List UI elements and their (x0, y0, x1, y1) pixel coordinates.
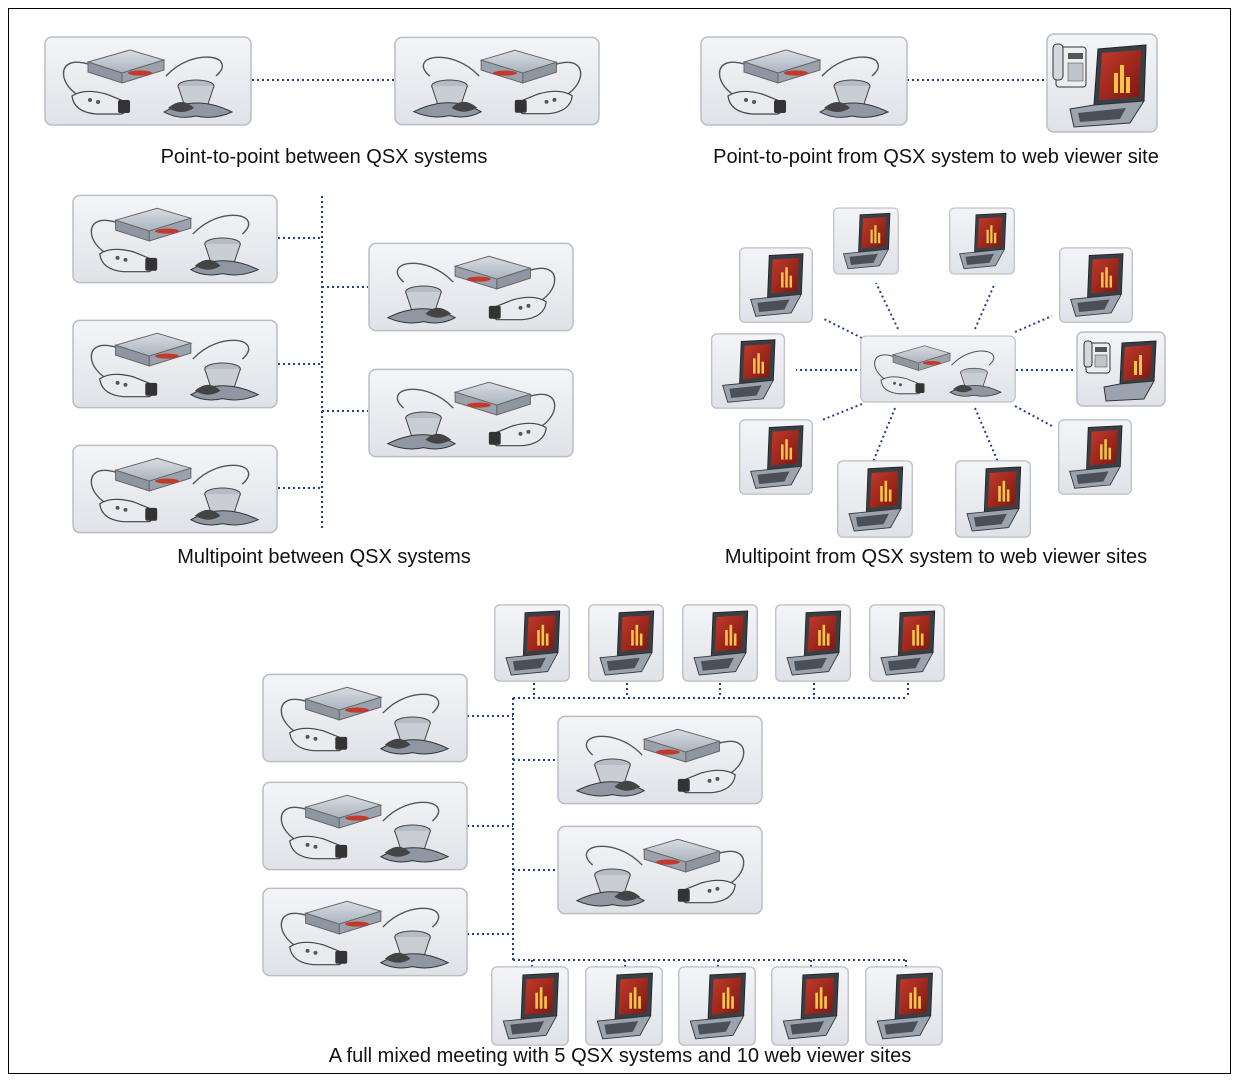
laptop-web-viewer-icon (738, 247, 814, 323)
qsx-system-icon (369, 369, 573, 456)
qsx-system-icon (369, 243, 573, 330)
laptop-web-viewer-icon (864, 966, 944, 1046)
laptop-web-viewer-icon (1057, 419, 1133, 495)
laptop-web-viewer-icon (738, 419, 814, 495)
qsx-system-icon (558, 716, 762, 803)
laptop-web-viewer-icon (949, 207, 1015, 275)
laptop-web-viewer-icon (587, 604, 665, 682)
laptop-web-viewer-icon (833, 207, 899, 275)
connector-lines (252, 79, 1076, 972)
qsx-system-icon (558, 826, 762, 913)
laptop-web-viewer-icon (774, 604, 852, 682)
caption-p2p-qsx: Point-to-point between QSX systems (161, 146, 488, 168)
laptop-web-viewer-icon (493, 604, 571, 682)
caption-p2p-web: Point-to-point from QSX system to web vi… (713, 146, 1159, 168)
laptop-web-viewer-icon (954, 460, 1032, 538)
laptop-web-viewer-icon (770, 966, 850, 1046)
qsx-system-icon (72, 194, 278, 284)
qsx-system-icon (860, 335, 1016, 403)
laptop-web-viewer-icon (1058, 247, 1134, 323)
laptop-web-viewer-icon (584, 966, 664, 1046)
qsx-system-icon (395, 37, 599, 124)
laptop-web-viewer-icon (1076, 331, 1166, 407)
qsx-system-icon (262, 887, 468, 977)
laptop-web-viewer-icon (836, 460, 914, 538)
caption-multipoint-qsx: Multipoint between QSX systems (177, 546, 470, 568)
qsx-system-icon (262, 673, 468, 763)
laptop-web-viewer-icon (868, 604, 946, 682)
qsx-system-icon (44, 36, 252, 126)
laptop-web-viewer-icon (710, 333, 786, 409)
laptop-web-viewer-icon (677, 966, 757, 1046)
laptop-web-viewer-icon (490, 966, 570, 1046)
caption-mixed-meeting: A full mixed meeting with 5 QSX systems … (329, 1045, 911, 1067)
caption-multipoint-web: Multipoint from QSX system to web viewer… (725, 546, 1147, 568)
qsx-system-icon (700, 36, 908, 126)
qsx-system-icon (72, 319, 278, 409)
laptop-web-viewer-icon (1046, 33, 1158, 133)
qsx-system-icon (262, 781, 468, 871)
qsx-system-icon (72, 444, 278, 534)
laptop-web-viewer-icon (681, 604, 759, 682)
